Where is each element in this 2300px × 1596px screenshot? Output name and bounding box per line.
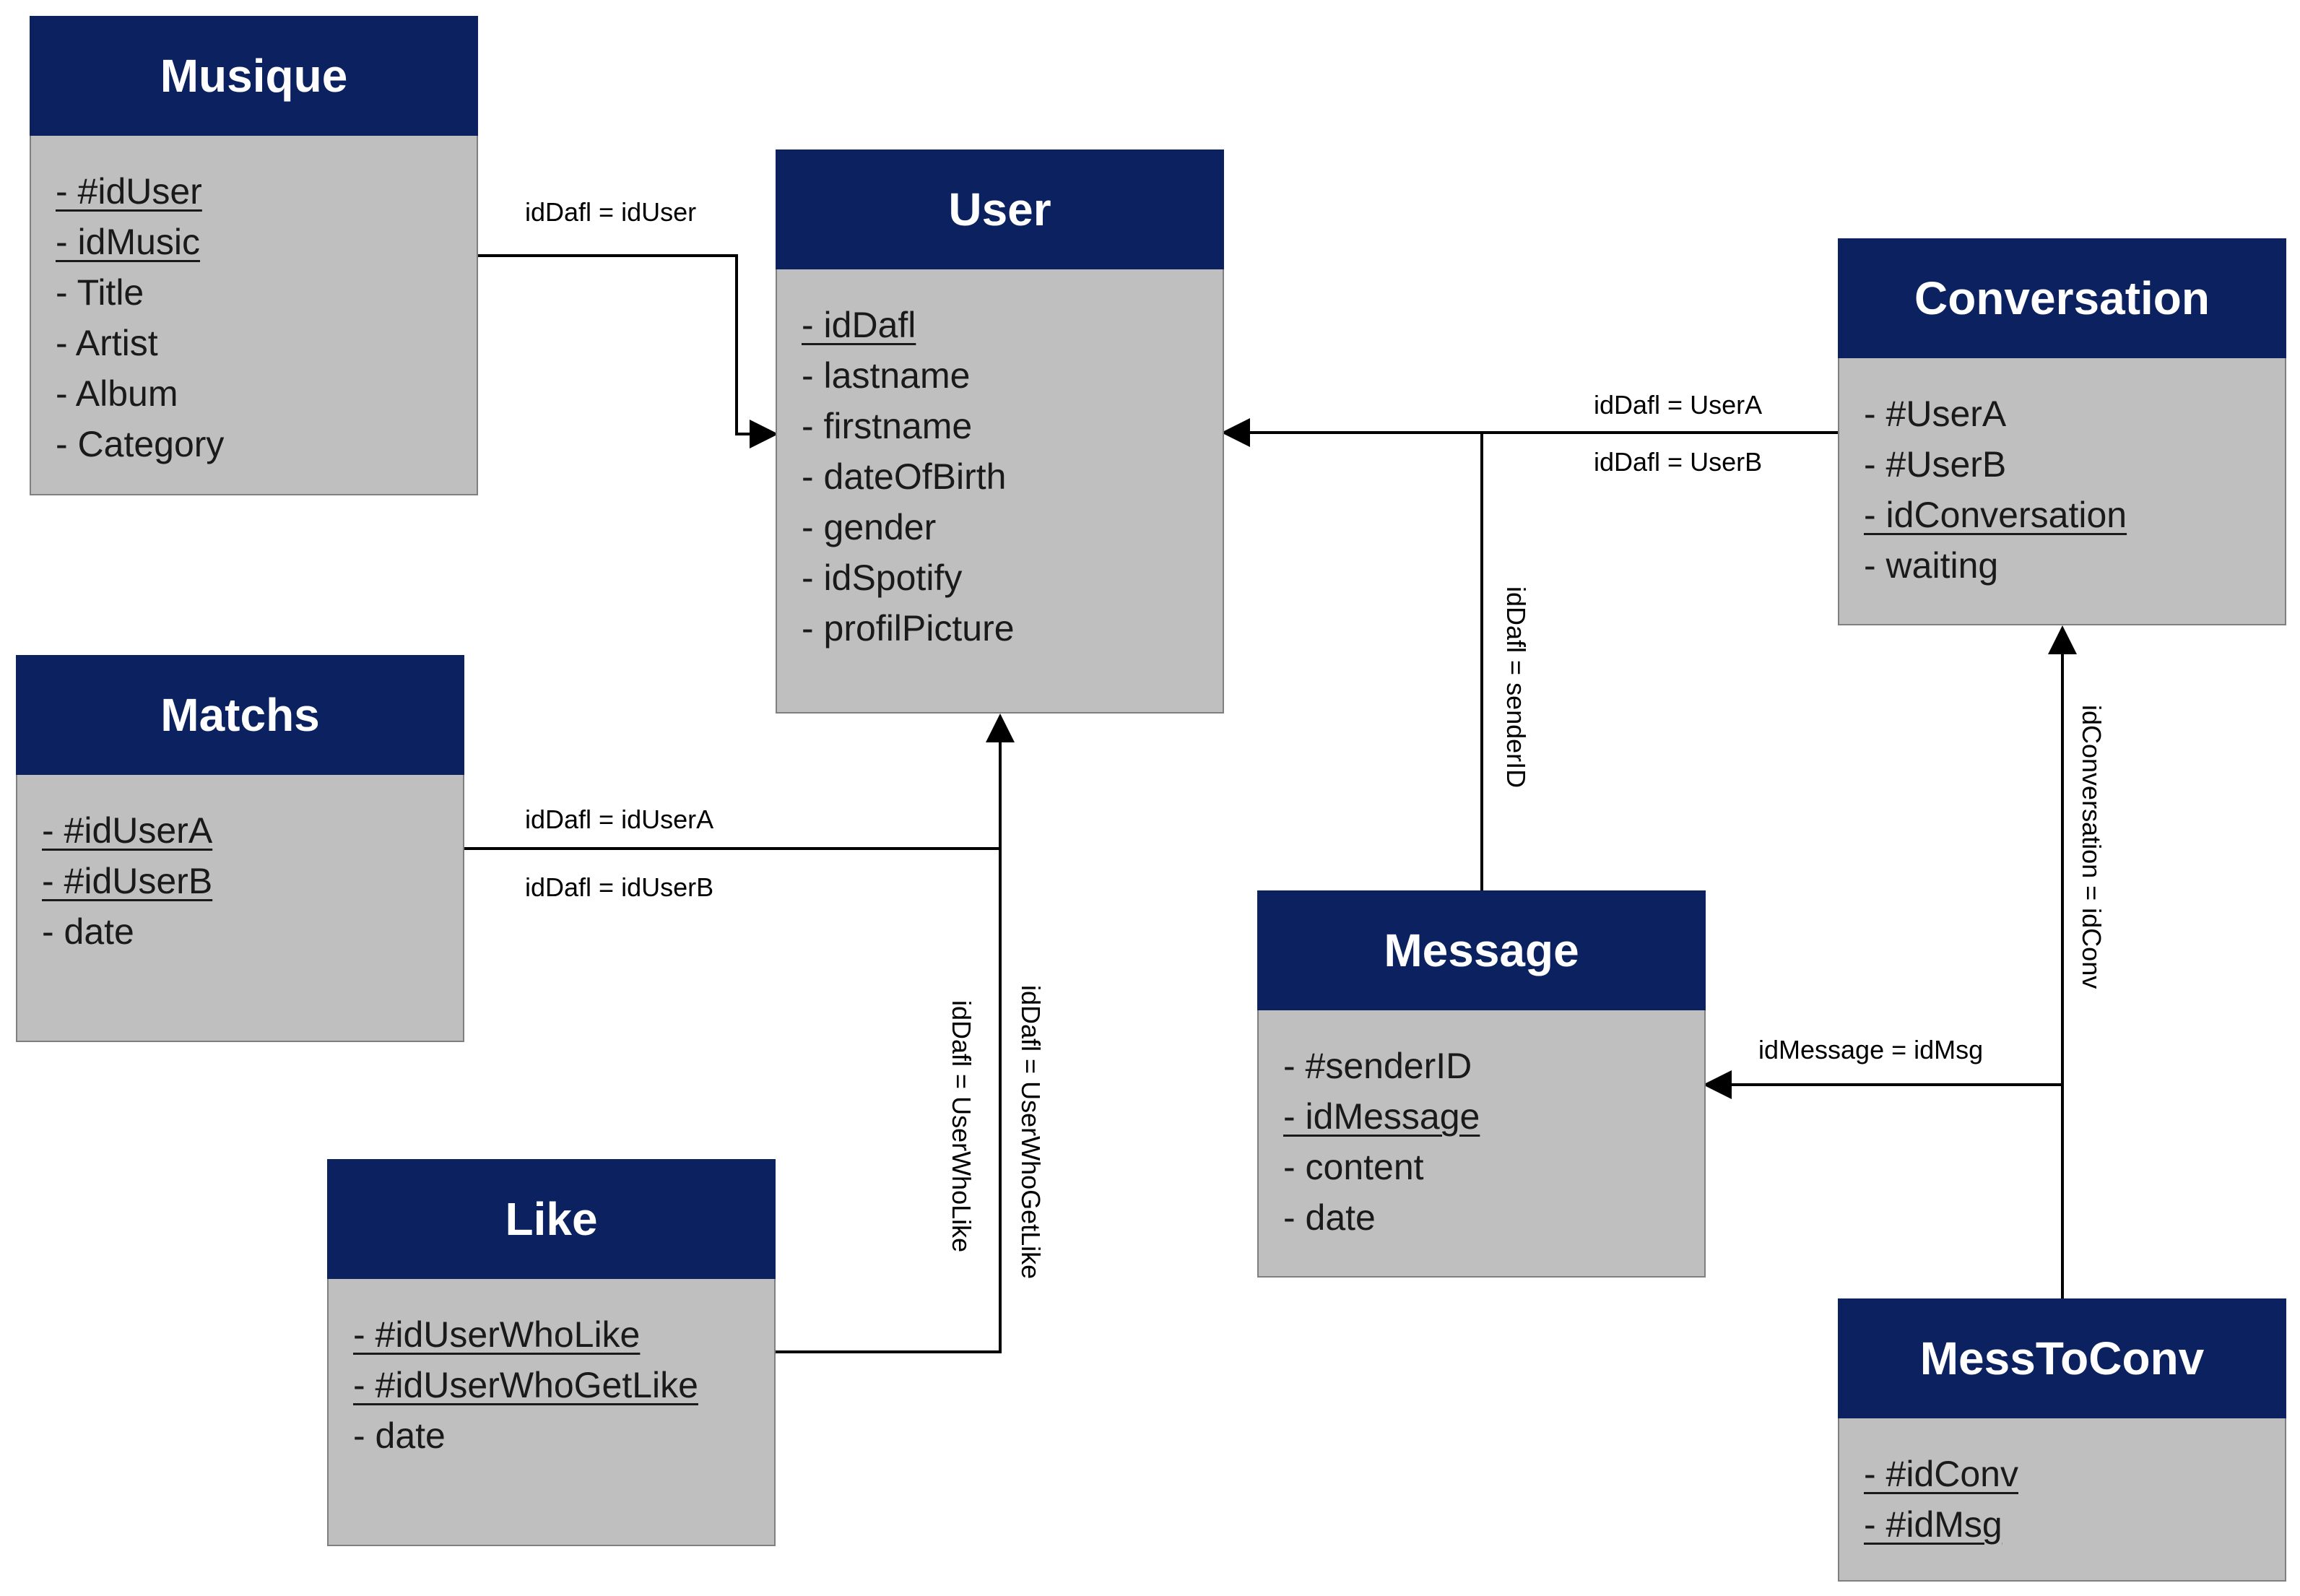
attribute: - profilPicture	[802, 608, 1015, 649]
entity-like[interactable]: Like - #idUserWhoLike - #idUserWhoGetLike…	[327, 1159, 776, 1546]
entity-matchs[interactable]: Matchs - #idUserA - #idUserB - date	[16, 655, 464, 1042]
entity-conversation[interactable]: Conversation - #UserA - #UserB - idConvers…	[1838, 238, 2286, 625]
label-message-sender: idDafl = senderID	[1501, 586, 1531, 789]
attribute: - content	[1283, 1147, 1424, 1187]
attribute: - waiting	[1864, 545, 1999, 586]
label-like-wholike: idDafl = UserWhoLike	[947, 1000, 976, 1253]
key-attribute: - #idMsg	[1864, 1504, 2002, 1545]
attribute-list: - #idConv - #idMsg	[1838, 1418, 2286, 1582]
entity-title: Matchs	[16, 655, 464, 775]
attribute: - Artist	[56, 323, 158, 363]
attribute: - #UserA	[1864, 394, 2007, 434]
attribute-list: - #idUserA - #idUserB - date	[16, 775, 464, 1042]
attribute: - #UserB	[1864, 444, 2007, 485]
key-attribute: - #idUserWhoLike	[353, 1314, 641, 1355]
attribute: - firstname	[802, 406, 973, 446]
entity-title: MessToConv	[1838, 1298, 2286, 1418]
attribute: - #senderID	[1283, 1046, 1472, 1086]
attribute: - Album	[56, 373, 178, 414]
attribute-list: - #senderID - idMessage - content - date	[1257, 1010, 1706, 1278]
entity-title: Musique	[30, 16, 478, 136]
key-attribute: - #idUserA	[42, 810, 213, 851]
label-matchs-userb: idDafl = idUserB	[525, 872, 714, 902]
entity-title: Message	[1257, 890, 1706, 1010]
attribute: - dateOfBirth	[802, 456, 1007, 497]
entity-title: Conversation	[1838, 238, 2286, 358]
connector-like-user	[776, 714, 1015, 1353]
entity-title: Like	[327, 1159, 776, 1279]
attribute: - date	[1283, 1197, 1376, 1238]
connector-musique-user	[478, 254, 778, 448]
label-conversation-usera: idDafl = UserA	[1594, 390, 1763, 420]
key-attribute: - idConversation	[1864, 495, 2127, 535]
key-attribute: - #idUserWhoGetLike	[353, 1365, 698, 1405]
entity-user[interactable]: User - idDafl - lastname - firstname - date…	[776, 149, 1224, 714]
attribute-list: - idDafl - lastname - firstname - dateOfBir…	[776, 269, 1224, 714]
attribute: - Title	[56, 272, 144, 313]
attribute: - date	[353, 1415, 446, 1456]
attribute-list: - #idUserWhoLike - #idUserWhoGetLike - dat…	[327, 1279, 776, 1546]
key-attribute: - #idUserB	[42, 861, 213, 901]
attribute-list: - #UserA - #UserB - idConversation - waitin…	[1838, 358, 2286, 625]
key-attribute: - idMessage	[1283, 1096, 1480, 1137]
entity-title: User	[776, 149, 1224, 269]
label-like-whogetlike: idDafl = UserWhoGetLike	[1016, 985, 1046, 1280]
attribute: - lastname	[802, 355, 971, 396]
entity-musique[interactable]: Musique - #idUser - idMusic - Title - Artis…	[30, 16, 478, 495]
label-conversation-userb: idDafl = UserB	[1594, 447, 1763, 477]
key-attribute: - #idConv	[1864, 1454, 2018, 1494]
key-attribute: - #idUser	[56, 171, 202, 212]
key-attribute: - idMusic	[56, 222, 201, 262]
attribute: - date	[42, 911, 134, 952]
entity-messtoconv[interactable]: MessToConv - #idConv - #idMsg	[1838, 1298, 2286, 1582]
label-musique-user: idDafl = idUser	[525, 197, 697, 227]
key-attribute: - idDafl	[802, 305, 916, 345]
attribute-list: - #idUser - idMusic - Title - Artist - Album…	[30, 136, 478, 495]
label-matchs-usera: idDafl = idUserA	[525, 804, 714, 834]
attribute: - Category	[56, 424, 225, 464]
entity-message[interactable]: Message - #senderID- idMessage- content-…	[1257, 890, 1706, 1278]
label-messtoconv-conv: idConversation = idConv	[2077, 705, 2106, 989]
attribute: - gender	[802, 507, 937, 547]
attribute: - idSpotify	[802, 558, 963, 598]
label-messtoconv-msg: idMessage = idMsg	[1758, 1035, 1984, 1064]
